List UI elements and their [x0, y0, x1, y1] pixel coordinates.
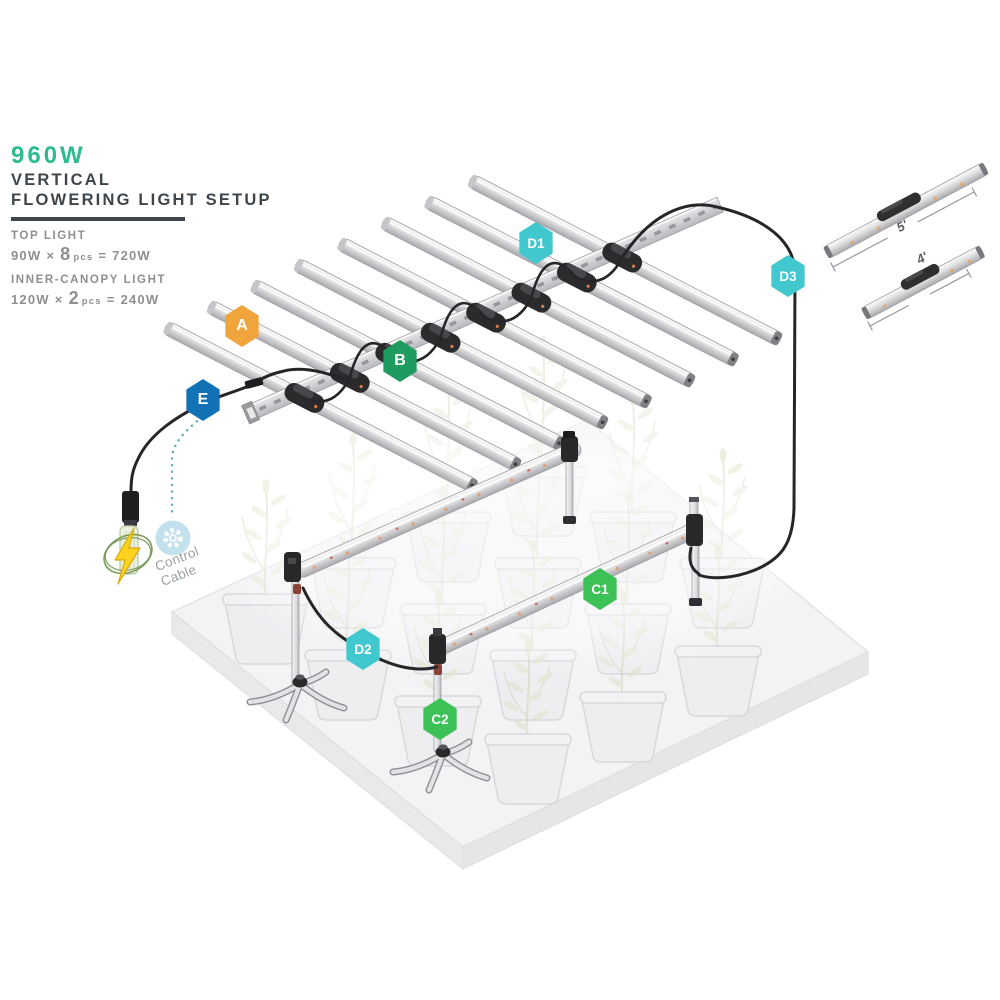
spec-times: ×: [54, 292, 64, 308]
spec-watts: 120W: [11, 292, 50, 308]
energy-ring: [103, 533, 153, 575]
control-cable-icon: [155, 415, 204, 556]
dotted-line: [170, 415, 204, 516]
power-cable-e: [129, 367, 352, 495]
reference-bar-5ft: [823, 162, 989, 259]
spec-inner-canopy-light: INNER-CANOPY LIGHT 120W × 2 pcs = 240W: [11, 274, 331, 309]
title-line-1: VERTICAL: [11, 171, 112, 189]
size-reference-bars: [823, 162, 989, 331]
wattage-heading: 960W: [11, 142, 86, 169]
dimension-line-4ft: [867, 268, 972, 331]
spec-equals: =: [106, 292, 116, 308]
spec-unit: pcs: [81, 296, 102, 308]
inner-canopy-light-back: [246, 431, 582, 724]
spec-count: 8: [60, 244, 72, 265]
spec-unit: pcs: [73, 252, 94, 264]
title-line-2: FLOWERING LIGHT SETUP: [11, 191, 272, 210]
light-glow: [240, 435, 800, 655]
spec-watts: 90W: [11, 248, 42, 264]
title-block: 960W VERTICAL FLOWERING LIGHT SETUP TOP …: [11, 142, 331, 309]
spec-times: ×: [46, 248, 56, 264]
power-plug: [103, 491, 153, 585]
cable-connector: [244, 377, 264, 389]
dimension-line-5ft: [830, 187, 978, 272]
reference-bar-4ft: [861, 246, 985, 320]
title-divider: [11, 217, 185, 222]
spec-label: TOP LIGHT: [11, 230, 87, 243]
spec-equals: =: [98, 248, 108, 264]
spec-formula: 90W × 8 pcs = 720W: [11, 244, 331, 265]
spec-total: 720W: [112, 248, 151, 264]
spec-count: 2: [68, 288, 80, 309]
spec-top-light: TOP LIGHT 90W × 8 pcs = 720W: [11, 230, 331, 265]
lightning-icon: [114, 527, 141, 585]
spec-label: INNER-CANOPY LIGHT: [11, 274, 167, 287]
c1-cable-stub: [688, 546, 701, 576]
spec-formula: 120W × 2 pcs = 240W: [11, 288, 331, 309]
spec-total: 240W: [120, 292, 160, 308]
